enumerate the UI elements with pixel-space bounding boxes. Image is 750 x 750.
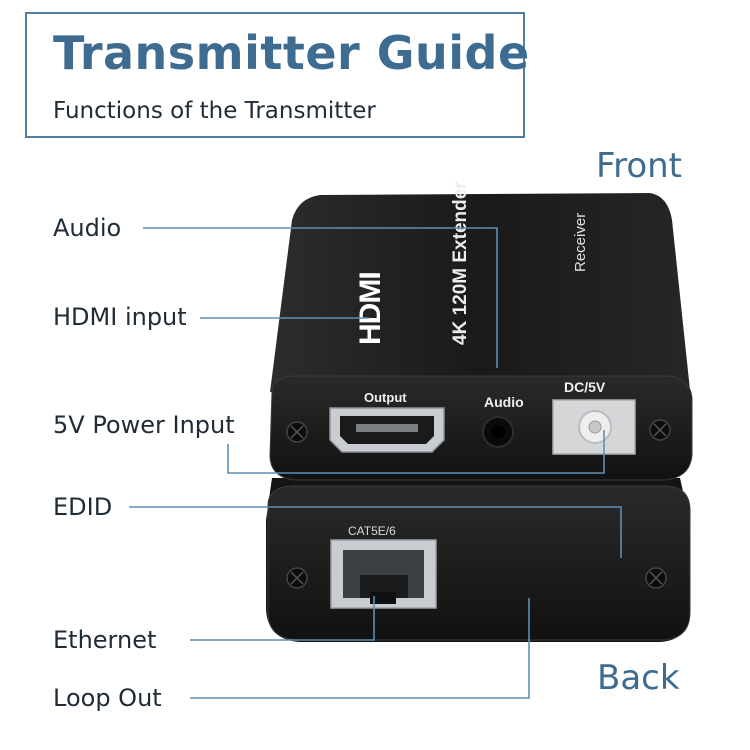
product-name: 4K 120M Extender	[450, 181, 471, 345]
screw-icon	[286, 567, 308, 589]
callout-audio: Audio	[53, 214, 122, 242]
svg-text:HDMI: HDMI	[354, 272, 387, 345]
front-unit: HDMI 4K 120M Extender Receiver Output Au…	[269, 181, 693, 481]
ethernet-leader-line	[190, 596, 375, 641]
unit-role-label: Receiver	[572, 213, 589, 272]
dc-power-jack-icon	[552, 399, 636, 455]
page-title: Transmitter Guide	[53, 26, 530, 80]
audio-leader-line	[143, 227, 498, 368]
header-box: Transmitter Guide Functions of the Trans…	[25, 12, 529, 138]
audio-port-label: Audio	[484, 394, 524, 410]
front-view-label: Front	[596, 146, 682, 186]
callout-loop-out: Loop Out	[53, 684, 162, 712]
dc-port-label: DC/5V	[564, 379, 606, 395]
cat-port-label: CAT5E/6	[348, 524, 396, 538]
callout-ethernet: Ethernet	[53, 626, 157, 654]
edid-leader-line	[129, 506, 622, 558]
screw-icon	[645, 567, 667, 589]
callout-power-input: 5V Power Input	[53, 411, 235, 439]
callout-edid: EDID	[53, 493, 113, 521]
loopout-leader-line	[190, 598, 530, 699]
back-unit: CAT5E/6	[266, 478, 691, 642]
screw-icon	[649, 419, 671, 441]
leader-lines	[129, 227, 622, 699]
audio-jack-icon	[482, 416, 514, 448]
back-view-label: Back	[597, 658, 680, 698]
power-leader-line	[227, 430, 605, 474]
page-subtitle: Functions of the Transmitter	[53, 98, 376, 124]
rj45-port-icon	[330, 539, 437, 609]
screw-icon	[286, 421, 308, 443]
output-port-label: Output	[364, 390, 407, 405]
hdmi-logo: HDMI	[354, 272, 387, 345]
hdmi-port-icon	[329, 407, 445, 453]
callout-hdmi-input: HDMI input	[53, 303, 187, 331]
